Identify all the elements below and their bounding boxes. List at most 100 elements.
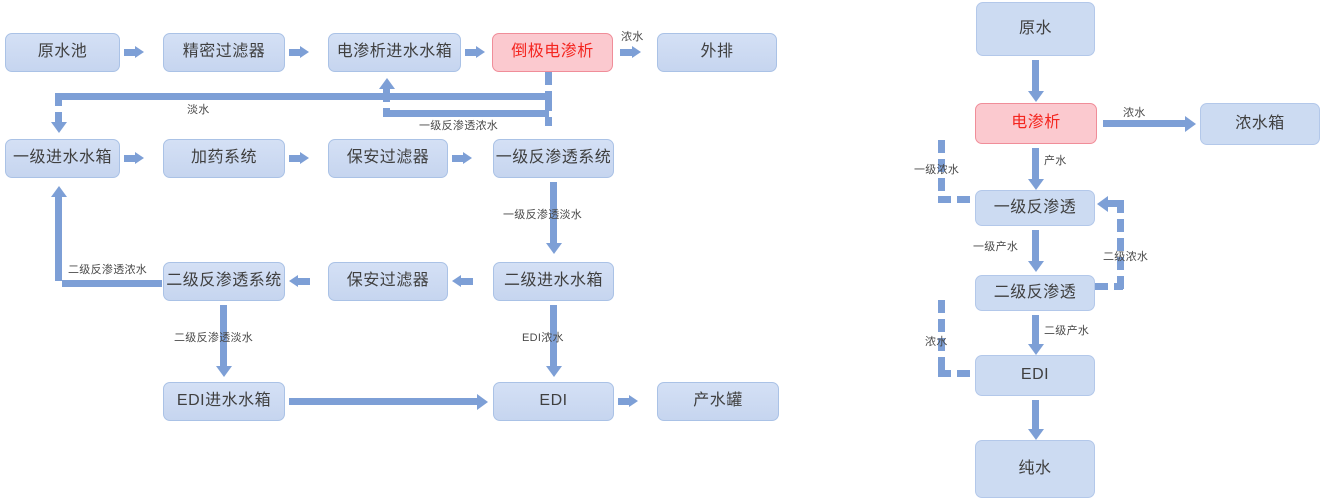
dashed-ro1-concentrate-horizontal xyxy=(938,196,978,203)
line-fresh-water-horizontal xyxy=(57,93,549,100)
arrow-cartridge2-to-ro2 xyxy=(289,275,298,287)
arrow-filter-to-ed-tank xyxy=(300,46,309,58)
line-edi-tank-to-edi xyxy=(289,398,479,405)
edge-label-ro2-permeate: 二级反渗透淡水 xyxy=(174,332,254,344)
node-raw-water[interactable]: 原水 xyxy=(976,2,1095,56)
node-precision-filter[interactable]: 精密过滤器 xyxy=(163,33,285,72)
node-edi[interactable]: EDI xyxy=(493,382,614,421)
edge-label-ro1-concentrate: 一级反渗透浓水 xyxy=(419,120,499,132)
arrow-raw-water-to-ed xyxy=(1028,91,1044,102)
line-edi-to-pure-water xyxy=(1032,400,1039,430)
node-concentrate-tank[interactable]: 浓水箱 xyxy=(1200,103,1320,145)
node-label: 二级进水水箱 xyxy=(503,272,603,290)
edge-label-fresh-water: 淡水 xyxy=(187,104,210,116)
node-pure-water[interactable]: 纯水 xyxy=(975,440,1095,498)
arrow-raw-pool-to-filter xyxy=(135,46,144,58)
node-label: EDI进水水箱 xyxy=(176,392,272,410)
edge-label-ro2-concentrate-right: 二级浓水 xyxy=(1103,251,1149,263)
line-ro2-concentrate-up xyxy=(55,196,62,278)
node-ed-feed-tank[interactable]: 电渗析进水水箱 xyxy=(328,33,461,72)
node-label: 一级反渗透系统 xyxy=(495,149,612,167)
node-ro1-system[interactable]: 一级反渗透系统 xyxy=(493,139,614,178)
node-label: 产水罐 xyxy=(693,392,743,410)
line-ro1-tank-to-dosing xyxy=(124,155,137,162)
arrow-ro2-product-to-edi xyxy=(1028,344,1044,355)
node-label: 电渗析 xyxy=(1011,114,1061,132)
edge-label-ro1-concentrate-right: 一级浓水 xyxy=(914,164,960,176)
edge-label-ro2-product: 二级产水 xyxy=(1044,325,1090,337)
arrow-ro2-concentrate-into-ro1-tank xyxy=(51,186,67,197)
node-label: 二级反渗透 xyxy=(993,283,1077,301)
arrow-edi-concentrate-into-edi xyxy=(546,366,562,377)
arrow-ro2-permeate-into-edi-tank xyxy=(216,366,232,377)
arrow-dosing-to-cartridge1 xyxy=(300,152,309,164)
node-label: 一级反渗透 xyxy=(993,198,1077,216)
arrow-ro2-concentrate-into-ro1 xyxy=(1097,196,1108,212)
node-label: 外排 xyxy=(700,43,734,61)
node-label: 加药系统 xyxy=(190,149,257,167)
node-dosing-system[interactable]: 加药系统 xyxy=(163,139,285,178)
node-label: 原水 xyxy=(1018,19,1052,37)
dashed-edr-down-to-freshline xyxy=(545,72,552,98)
arrow-ro1-tank-to-dosing xyxy=(135,152,144,164)
node-label: 电渗析进水水箱 xyxy=(336,43,453,61)
node-discharge[interactable]: 外排 xyxy=(657,33,777,72)
node-ed[interactable]: 电渗析 xyxy=(975,103,1097,144)
node-edr[interactable]: 倒极电渗析 xyxy=(492,33,613,72)
node-label: 精密过滤器 xyxy=(182,43,266,61)
node-label: 原水池 xyxy=(37,43,88,61)
node-ro1-feed-tank[interactable]: 一级进水水箱 xyxy=(5,139,120,178)
arrow-ro2-tank-to-cartridge2 xyxy=(452,275,461,287)
line-cartridge1-to-ro1 xyxy=(452,155,465,162)
line-cartridge2-to-ro2 xyxy=(297,278,310,285)
dashed-ro2-concentrate-vertical xyxy=(1117,200,1124,290)
node-cartridge-filter-1[interactable]: 保安过滤器 xyxy=(328,139,448,178)
line-ro1-product-down xyxy=(1032,230,1039,262)
edge-label-ro1-product: 一级产水 xyxy=(973,241,1019,253)
node-label: 二级反渗透系统 xyxy=(166,272,282,290)
node-ro2[interactable]: 二级反渗透 xyxy=(975,275,1095,311)
arrow-ro1-permeate-into-ro2-tank xyxy=(546,243,562,254)
edge-label-edr-concentrate: 浓水 xyxy=(621,31,644,43)
edge-label-ed-product: 产水 xyxy=(1044,155,1067,167)
arrow-ed-to-concentrate-tank xyxy=(1185,116,1196,132)
node-ro1[interactable]: 一级反渗透 xyxy=(975,190,1095,226)
line-ed-tank-to-edr xyxy=(465,49,478,56)
arrow-ed-product-to-ro1 xyxy=(1028,179,1044,190)
arrow-ed-tank-to-edr xyxy=(476,46,485,58)
dashed-ro2-concentrate-horizontal-bottom xyxy=(1095,283,1123,290)
node-raw-water-pool[interactable]: 原水池 xyxy=(5,33,120,72)
line-filter-to-ed-tank xyxy=(289,49,302,56)
node-label: 保安过滤器 xyxy=(346,149,430,167)
line-ro1-concentrate-horizontal xyxy=(383,110,549,117)
arrow-ro1-product-to-ro2 xyxy=(1028,261,1044,272)
node-label: 保安过滤器 xyxy=(346,272,430,290)
edge-label-ro2-concentrate: 二级反渗透浓水 xyxy=(68,264,148,276)
node-ro2-feed-tank[interactable]: 二级进水水箱 xyxy=(493,262,614,301)
arrow-cartridge1-to-ro1 xyxy=(463,152,472,164)
line-raw-water-to-ed xyxy=(1032,60,1039,92)
node-ro2-system[interactable]: 二级反渗透系统 xyxy=(163,262,285,301)
arrow-edi-to-product-tank xyxy=(629,395,638,407)
node-edi-feed-tank[interactable]: EDI进水水箱 xyxy=(163,382,285,421)
line-ro1-permeate-down xyxy=(550,182,557,244)
line-ed-to-concentrate-tank xyxy=(1103,120,1187,127)
line-raw-pool-to-filter xyxy=(124,49,137,56)
edge-label-edi-concentrate: EDI浓水 xyxy=(522,332,564,344)
line-ed-product-down xyxy=(1032,148,1039,180)
node-cartridge-filter-2[interactable]: 保安过滤器 xyxy=(328,262,448,301)
node-label: 纯水 xyxy=(1018,459,1052,477)
edge-label-edi-concentrate-right: 浓水 xyxy=(925,336,948,348)
node-label: 浓水箱 xyxy=(1235,114,1285,132)
node-label: 倒极电渗析 xyxy=(511,43,594,61)
line-ro2-tank-to-cartridge2 xyxy=(460,278,473,285)
node-edi-right[interactable]: EDI xyxy=(975,355,1095,396)
node-label: EDI xyxy=(539,392,568,410)
arrow-ro1-concentrate-into-ed-tank xyxy=(379,78,395,89)
arrow-fresh-water-into-ro1-tank xyxy=(51,122,67,133)
dashed-ro2-concentrate-horizontal-top xyxy=(1105,200,1123,207)
arrow-edi-to-pure-water xyxy=(1028,429,1044,440)
node-product-tank[interactable]: 产水罐 xyxy=(657,382,779,421)
node-label: 一级进水水箱 xyxy=(12,149,112,167)
